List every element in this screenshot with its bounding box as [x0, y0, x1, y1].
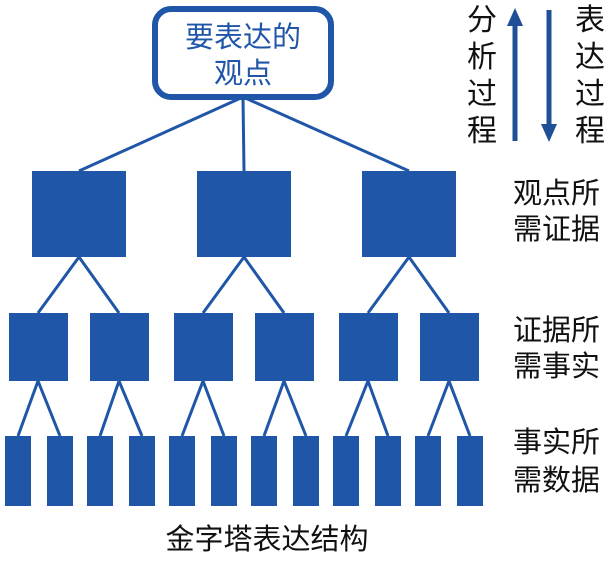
expression-char-3: 过	[575, 77, 605, 112]
data-box	[333, 436, 359, 506]
fact-box	[420, 313, 479, 381]
root-label-line-1: 要表达的	[185, 20, 301, 54]
level-label-2-line-2: 需事实	[513, 349, 600, 383]
evidence-box	[197, 171, 291, 257]
data-box	[415, 436, 441, 506]
data-box	[129, 436, 155, 506]
data-box	[375, 436, 401, 506]
connector-line	[77, 256, 121, 314]
connector-line	[36, 256, 81, 314]
connector-line	[201, 256, 246, 314]
connector-line	[366, 256, 411, 314]
connector-line	[180, 380, 205, 437]
connector-line	[262, 380, 286, 437]
connector-lines	[16, 95, 472, 437]
data-box	[169, 436, 195, 506]
analysis-char-3: 过	[467, 77, 497, 112]
fact-box	[174, 313, 233, 381]
connector-line	[242, 256, 286, 314]
connector-line	[241, 96, 246, 172]
root-label-line-2: 观点	[214, 56, 272, 90]
expression-char-4: 程	[575, 114, 605, 149]
level-label-2-line-1: 证据所	[513, 313, 600, 347]
level-labels: 观点所 需证据 证据所 需事实 事实所 需数据	[513, 176, 600, 497]
data-box	[211, 436, 237, 506]
evidence-box	[362, 171, 456, 257]
connector-line	[117, 380, 144, 437]
expression-process: 表 达 过 程	[541, 3, 605, 149]
connector-line	[78, 95, 244, 173]
connector-line	[36, 380, 62, 437]
fact-box	[339, 313, 398, 381]
data-box	[293, 436, 319, 506]
connector-line	[344, 380, 370, 437]
level-label-1-line-1: 观点所	[513, 176, 600, 210]
analysis-char-1: 分	[467, 3, 497, 38]
connector-line	[242, 95, 410, 173]
expression-char-2: 达	[575, 40, 605, 75]
root-node: 要表达的 观点	[152, 6, 334, 100]
fact-box	[90, 313, 149, 381]
data-box	[251, 436, 277, 506]
connector-line	[16, 380, 40, 437]
connector-line	[426, 380, 451, 437]
evidence-box	[32, 171, 126, 257]
connector-line	[447, 380, 472, 437]
connector-line	[98, 380, 121, 437]
data-box	[87, 436, 113, 506]
data-box	[5, 436, 31, 506]
analysis-process: 分 析 过 程	[467, 3, 523, 149]
data-box	[457, 436, 483, 506]
data-level	[5, 436, 483, 506]
up-arrow-icon	[507, 8, 523, 141]
level-label-3-line-1: 事实所	[513, 425, 600, 459]
level-label-3-line-2: 需数据	[513, 463, 600, 497]
analysis-char-2: 析	[467, 40, 497, 75]
connector-line	[201, 380, 226, 437]
down-arrow-icon	[541, 10, 557, 142]
level-label-1-line-2: 需证据	[513, 212, 600, 246]
analysis-char-4: 程	[467, 114, 497, 149]
data-box	[47, 436, 73, 506]
evidence-level	[32, 171, 456, 257]
root-box	[152, 6, 334, 100]
connector-line	[282, 380, 308, 437]
fact-box	[255, 313, 314, 381]
connector-line	[407, 256, 451, 314]
fact-level	[9, 313, 479, 381]
expression-char-1: 表	[575, 3, 605, 38]
diagram-caption: 金字塔表达结构	[165, 522, 368, 556]
fact-box	[9, 313, 68, 381]
connector-line	[366, 380, 390, 437]
